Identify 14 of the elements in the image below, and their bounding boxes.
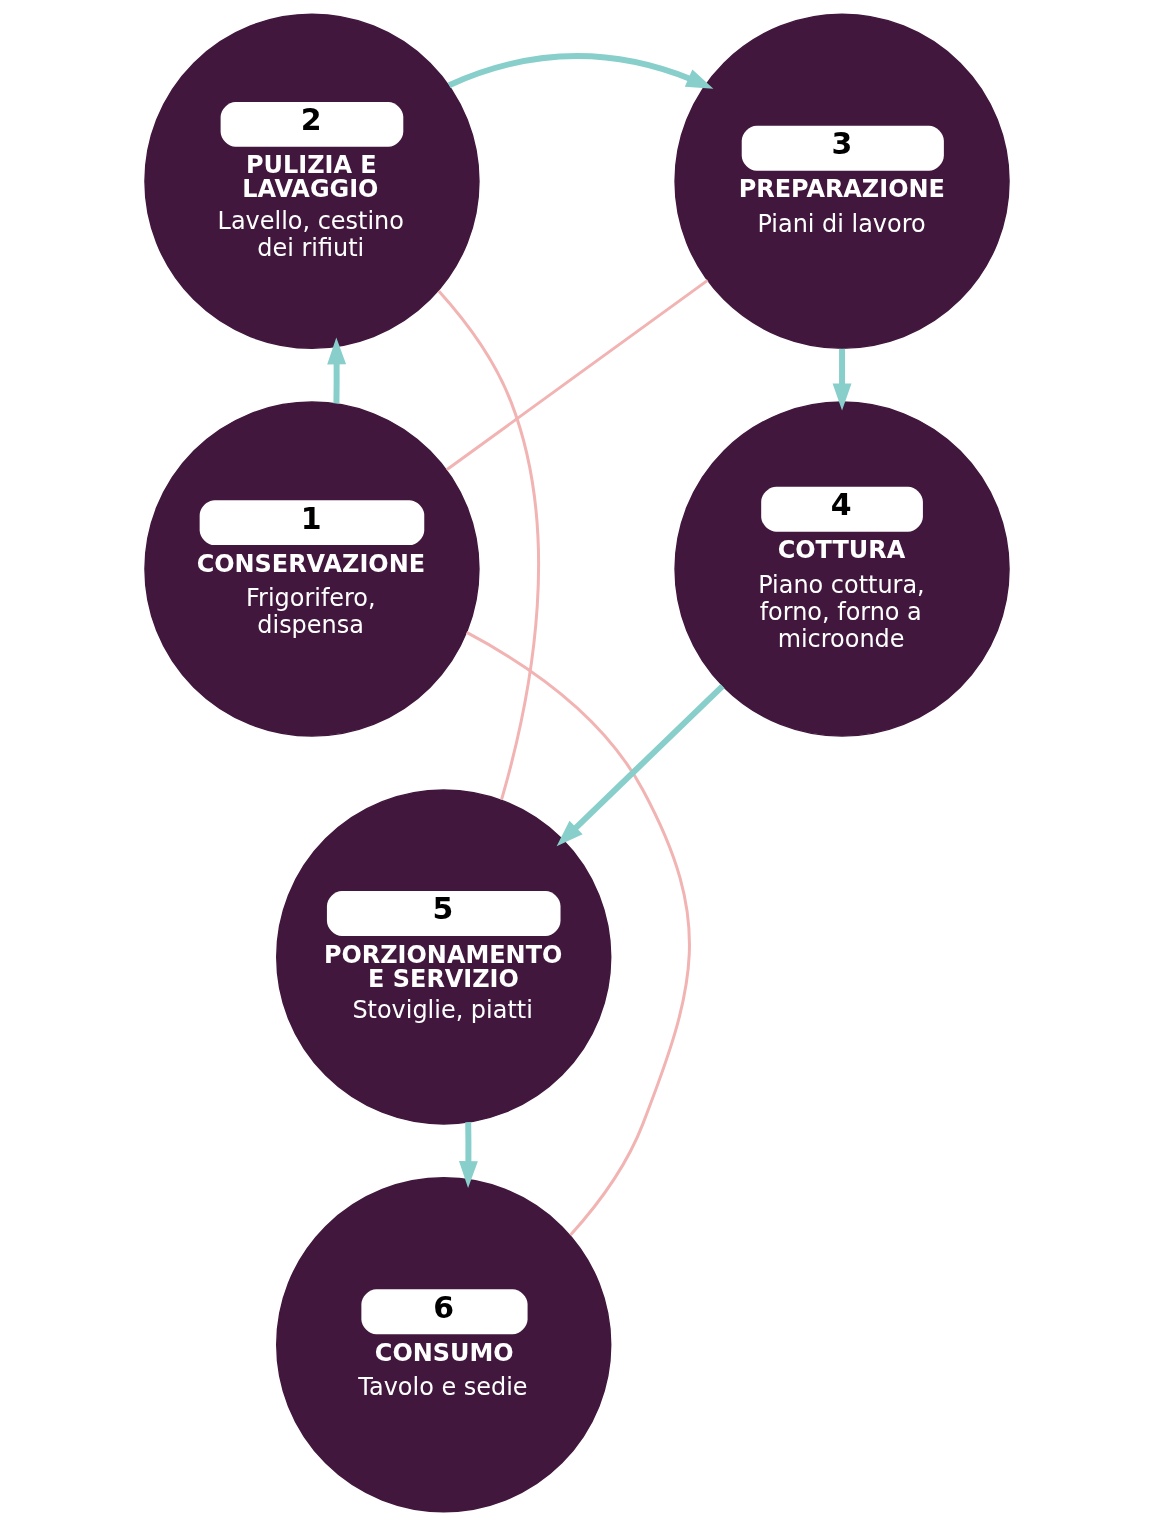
connector xyxy=(445,279,708,471)
node-circle: 6 CONSUMO Tavolo e sedie xyxy=(275,1177,611,1513)
node-circle: 1 CONSERVAZIONE Frigorifero, dispensa xyxy=(143,401,480,737)
node-circle: 4 COTTURA Piano cottura, forno, forno a microonde xyxy=(673,401,1010,737)
connector xyxy=(465,631,691,1236)
arrow xyxy=(326,337,346,404)
arrow xyxy=(458,1122,478,1189)
connector xyxy=(437,290,540,801)
arrow xyxy=(832,348,851,411)
node-circle: 3 PREPARAZIONE Piani di lavoro xyxy=(673,13,1010,349)
node-circle: 2 PULIZIA E LAVAGGIO Lavello, cestino dei rifiuti xyxy=(143,13,480,349)
arrow xyxy=(556,683,725,847)
arrow xyxy=(447,53,713,89)
node-circle: 5 PORZIONAMENTO E SERVIZIO Stoviglie, piatti xyxy=(275,789,611,1125)
